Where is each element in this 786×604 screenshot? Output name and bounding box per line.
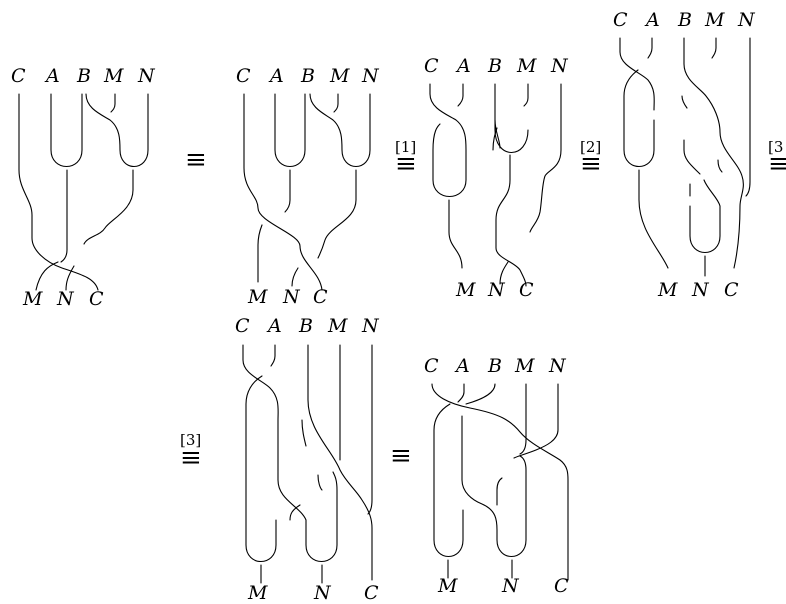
- d4-bottom-C: C: [724, 279, 739, 301]
- d3-bottom-M: M: [455, 279, 476, 301]
- d6-bottom-M: M: [437, 575, 458, 597]
- d2-bottom-M: M: [247, 286, 268, 308]
- d6-bottom-C: C: [554, 575, 569, 597]
- relation-3: [2] ≡: [580, 138, 602, 179]
- d5-strands: [242, 344, 373, 584]
- d4-bottom-M: M: [657, 279, 678, 301]
- d5-top-N: N: [361, 315, 380, 337]
- d5-bottom-N: N: [313, 582, 332, 604]
- d1-top-B: B: [76, 65, 91, 87]
- d4-top-C: C: [613, 9, 628, 31]
- d6-top-M: M: [514, 355, 535, 377]
- d4-strands: [619, 37, 751, 277]
- equivalence-symbol-5: ≡: [180, 443, 202, 473]
- d1-top-N: N: [137, 65, 156, 87]
- d3-top-A: A: [455, 55, 471, 77]
- d3-top-N: N: [550, 55, 569, 77]
- d6-bottom-N: N: [501, 575, 520, 597]
- d3-top-B: B: [487, 55, 502, 77]
- d4-top-M: M: [704, 9, 725, 31]
- d1-bottom-N: N: [56, 288, 75, 310]
- d3-strands: [429, 83, 562, 287]
- diagram-2: C A B M N M N C: [236, 65, 380, 308]
- d4-top-B: B: [677, 9, 692, 31]
- equivalence-symbol-4: ≡: [768, 149, 786, 179]
- d2-top-N: N: [361, 65, 380, 87]
- diagram-5: C A B M N M N C: [235, 315, 380, 604]
- d5-top-M: M: [327, 315, 348, 337]
- d6-top-C: C: [424, 355, 439, 377]
- d6-top-A: A: [454, 355, 470, 377]
- d1-strands: [18, 93, 149, 291]
- d4-top-A: A: [644, 9, 660, 31]
- relation-tag-3: [3: [768, 138, 783, 156]
- equivalence-symbol-3: ≡: [580, 149, 602, 179]
- d1-bottom-C: C: [89, 288, 104, 310]
- d1-top-A: A: [44, 65, 60, 87]
- d2-top-B: B: [300, 65, 315, 87]
- d1-top-M: M: [103, 65, 124, 87]
- d4-bottom-N: N: [691, 279, 710, 301]
- relation-tag-4: [3]: [180, 431, 201, 449]
- relation-6: ≡: [390, 441, 412, 471]
- relation-4: [3 ≡: [768, 138, 786, 179]
- d1-bottom-M: M: [22, 288, 43, 310]
- d3-bottom-N: N: [487, 279, 506, 301]
- diagram-6: C A B M N M N C: [424, 355, 569, 597]
- d2-top-C: C: [236, 65, 251, 87]
- equivalence-symbol-1: ≡: [185, 145, 207, 175]
- relation-2: [1] ≡: [395, 138, 417, 179]
- relation-1: ≡: [185, 145, 207, 175]
- equivalence-symbol-6: ≡: [390, 441, 412, 471]
- d6-top-N: N: [548, 355, 567, 377]
- d5-bottom-M: M: [247, 582, 268, 604]
- relation-tag-2: [2]: [580, 138, 601, 156]
- d5-bottom-C: C: [364, 582, 379, 604]
- d2-top-M: M: [329, 65, 350, 87]
- d6-strands: [431, 383, 569, 581]
- d2-strands: [243, 93, 371, 291]
- relation-tag-1: [1]: [395, 138, 416, 156]
- d5-top-C: C: [235, 315, 250, 337]
- d4-top-N: N: [737, 9, 756, 31]
- equivalence-symbol-2: ≡: [395, 149, 417, 179]
- d1-top-C: C: [11, 65, 26, 87]
- d6-top-B: B: [487, 355, 502, 377]
- d3-top-C: C: [424, 55, 439, 77]
- relation-5: [3] ≡: [180, 431, 202, 473]
- diagram-4: C A B M N M N C: [613, 9, 756, 301]
- d2-bottom-N: N: [282, 286, 301, 308]
- d2-bottom-C: C: [313, 286, 328, 308]
- d3-top-M: M: [516, 55, 537, 77]
- d5-top-B: B: [298, 315, 313, 337]
- d3-bottom-C: C: [519, 279, 534, 301]
- d2-top-A: A: [268, 65, 284, 87]
- diagram-1: C A B M N M N C: [11, 65, 156, 310]
- d5-top-A: A: [266, 315, 282, 337]
- diagram-3: C A B M N M N C: [424, 55, 569, 301]
